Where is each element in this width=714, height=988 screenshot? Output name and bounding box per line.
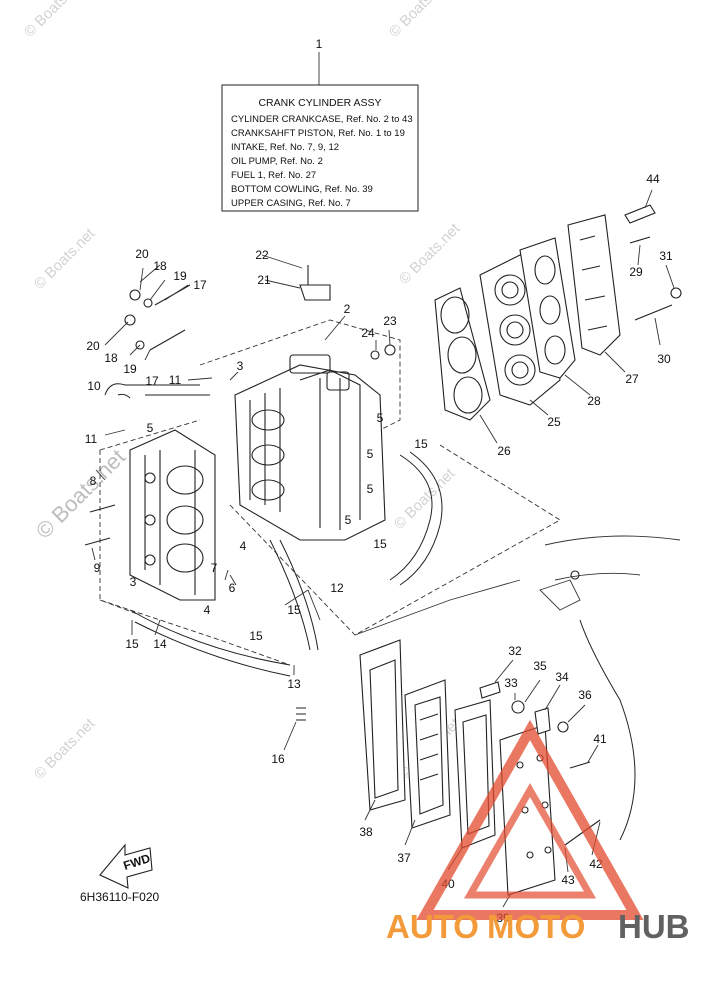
small-parts [84, 204, 682, 846]
callout-5: 5 [367, 447, 374, 461]
callout-12: 12 [330, 581, 344, 595]
callout-13: 13 [287, 677, 301, 691]
callout-10: 10 [87, 379, 101, 393]
callout-36: 36 [578, 688, 592, 702]
callout-24: 24 [361, 326, 375, 340]
bottom-cowling-sketch [539, 535, 681, 611]
callout-41: 41 [593, 732, 607, 746]
callout-33: 33 [504, 676, 518, 690]
callout-4: 4 [204, 603, 211, 617]
crankcase-outline [99, 319, 561, 666]
callout-5: 5 [345, 513, 352, 527]
callout-18: 18 [153, 259, 167, 273]
callout-20: 20 [135, 247, 149, 261]
callout-15: 15 [249, 629, 263, 643]
watermark-text: © Boats.net [391, 465, 459, 533]
callout-43: 43 [561, 873, 575, 887]
info-box-line: INTAKE, Ref. No. 7, 9, 12 [231, 142, 339, 153]
callout-15: 15 [287, 603, 301, 617]
callout-20: 20 [86, 339, 100, 353]
automotohub-logo: AUTO MOTO HUB [386, 719, 690, 945]
callout-22: 22 [255, 248, 269, 262]
info-box-frame [221, 84, 419, 212]
logo-triangle-icon [416, 719, 644, 920]
callout-17: 17 [145, 374, 159, 388]
callout-44: 44 [646, 172, 660, 186]
callout-27: 27 [625, 372, 639, 386]
callout-3: 3 [130, 575, 137, 589]
callout-14: 14 [153, 637, 167, 651]
watermark-text: © Boats.net [31, 715, 99, 783]
callout-19: 19 [173, 269, 187, 283]
info-box-line: CRANKSAHFT PISTON, Ref. No. 1 to 19 [231, 128, 405, 139]
callout-15: 15 [125, 637, 139, 651]
callout-7: 7 [211, 561, 218, 575]
crankcase-half [129, 429, 216, 601]
callout-5: 5 [147, 421, 154, 435]
callout-29: 29 [629, 265, 643, 279]
fwd-arrow-icon: FWD [99, 843, 153, 889]
logo-text-auto: AUTO [386, 908, 479, 945]
callout-38: 38 [359, 825, 373, 839]
callout-16: 16 [271, 752, 285, 766]
callout-34: 34 [555, 670, 569, 684]
head-gasket [434, 287, 491, 421]
watermark-text: © Boats.net [21, 0, 89, 41]
head-cover [567, 214, 621, 356]
callout-18: 18 [104, 351, 118, 365]
callout-2: 2 [344, 302, 351, 316]
cylinder-block [234, 354, 386, 541]
intake-gasket [359, 639, 406, 811]
info-box-line: CYLINDER CRANKCASE, Ref. No. 2 to 43 [231, 114, 413, 125]
hoses [104, 383, 636, 841]
callout-26: 26 [497, 444, 511, 458]
callout-28: 28 [587, 394, 601, 408]
info-box-line: BOTTOM COWLING, Ref. No. 39 [231, 184, 373, 195]
callout-30: 30 [657, 352, 671, 366]
logo-text-moto: MOTO [487, 908, 585, 945]
callout-3: 3 [237, 359, 244, 373]
callout-1: 1 [316, 37, 323, 51]
watermark-text: © Boats.net [31, 444, 130, 543]
callout-35: 35 [533, 659, 547, 673]
diagram-code: 6H36110-F020 [80, 890, 159, 904]
watermark-text: © Boats.net [31, 225, 99, 293]
head-cover-gasket [519, 237, 576, 379]
callout-37: 37 [397, 851, 411, 865]
callout-17: 17 [193, 278, 207, 292]
info-box-line: FUEL 1, Ref. No. 27 [231, 170, 316, 181]
info-box-line: UPPER CASING, Ref. No. 7 [231, 198, 351, 209]
callout-19: 19 [123, 362, 137, 376]
callout-6: 6 [229, 581, 236, 595]
callout-25: 25 [547, 415, 561, 429]
watermark-text: © Boats.net [396, 220, 464, 288]
callout-23: 23 [383, 314, 397, 328]
info-box: CRANK CYLINDER ASSY CYLINDER CRANKCASE, … [221, 52, 419, 212]
info-box-title: CRANK CYLINDER ASSY [258, 97, 381, 109]
cowling-line [354, 579, 521, 636]
callout-9: 9 [94, 561, 101, 575]
callout-5: 5 [377, 411, 384, 425]
callout-21: 21 [257, 273, 271, 287]
callout-15: 15 [373, 537, 387, 551]
callouts: 1 2 3 3 4 4 5 5 5 5 5 6 7 8 9 10 11 11 1… [85, 37, 673, 925]
reed-valve [404, 679, 451, 829]
callout-11: 11 [169, 373, 182, 387]
watermark-text: © Boats.net [386, 0, 454, 41]
callout-11: 11 [85, 432, 98, 446]
callout-15: 15 [414, 437, 428, 451]
logo-inner-triangle-icon [463, 782, 597, 899]
logo-text-hub: HUB [618, 908, 690, 945]
callout-8: 8 [90, 474, 97, 488]
callout-31: 31 [659, 249, 673, 263]
callout-32: 32 [508, 644, 522, 658]
callout-4: 4 [240, 539, 247, 553]
callout-5: 5 [367, 482, 374, 496]
info-box-line: OIL PUMP, Ref. No. 2 [231, 156, 323, 167]
